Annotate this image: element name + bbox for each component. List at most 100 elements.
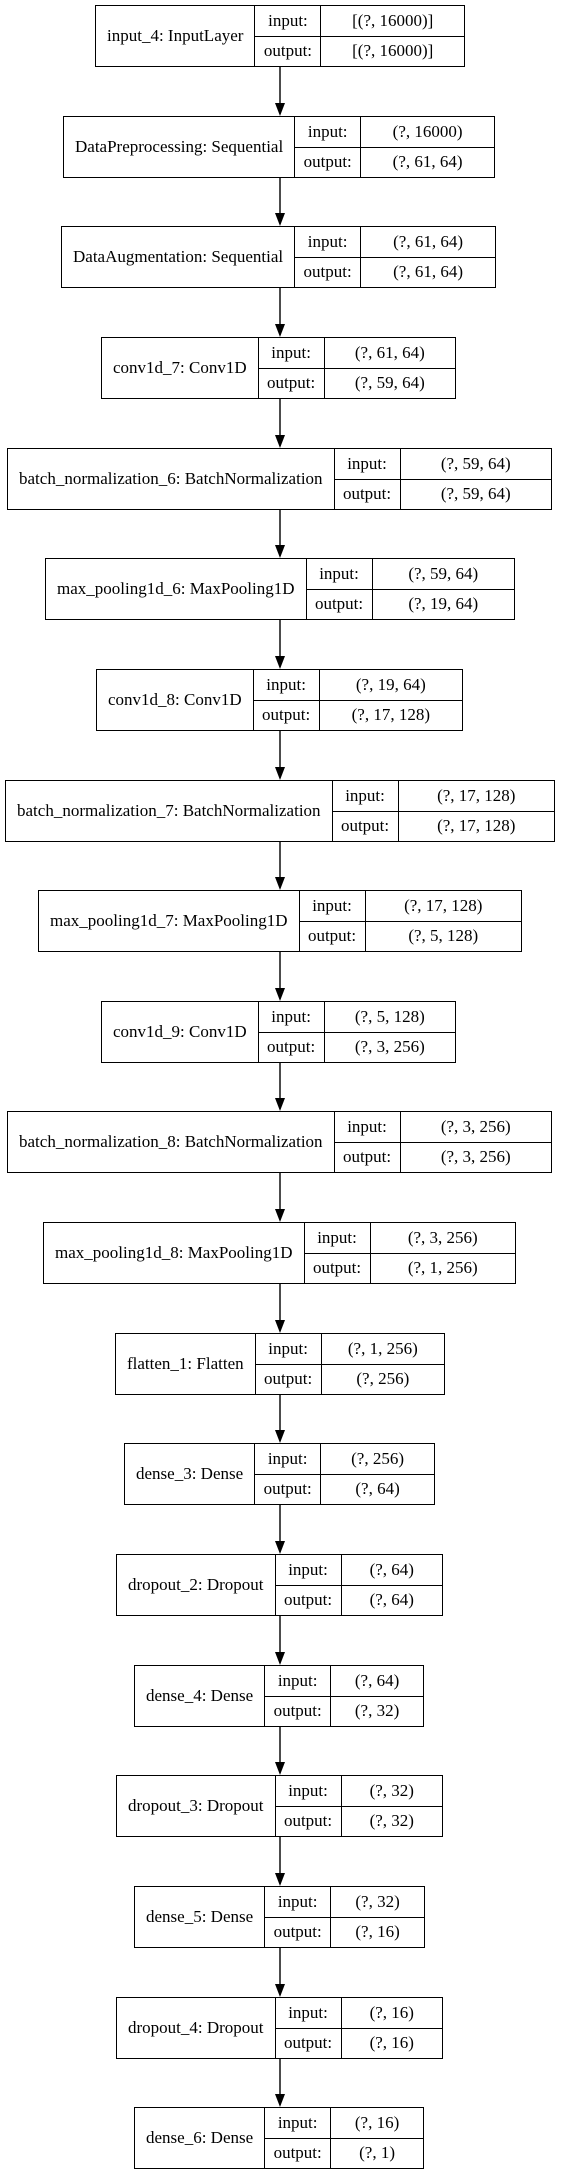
layer-node-batch-normalization-7: batch_normalization_7: BatchNormalizatio… — [5, 780, 555, 842]
layer-output-row: output:(?, 1, 256) — [304, 1252, 515, 1283]
output-label: output: — [295, 257, 362, 287]
output-label: output: — [259, 1032, 325, 1062]
layer-output-row: output:(?, 32) — [275, 1805, 442, 1836]
input-label: input: — [255, 6, 322, 36]
input-label: input: — [265, 1666, 332, 1696]
output-shape: (?, 64) — [369, 1590, 414, 1610]
layer-input-row: input: (?, 64) — [276, 1555, 442, 1585]
layer-node-batch-normalization-8: batch_normalization_8: BatchNormalizatio… — [7, 1111, 552, 1173]
input-label: input: — [265, 2108, 332, 2138]
output-shape: (?, 16) — [369, 2033, 414, 2053]
output-shape: (?, 1) — [359, 2143, 396, 2163]
layer-io-table: input: (?, 16) output: (?, 16) — [275, 1998, 442, 2058]
layer-name: conv1d_8: Conv1D — [97, 670, 254, 730]
layer-io-table: input:(?, 3, 256)output:(?, 1, 256) — [304, 1223, 515, 1283]
output-label: output: — [276, 2028, 342, 2058]
input-shape: (?, 32) — [369, 1780, 414, 1800]
layer-input-row: input:(?, 16000) — [295, 117, 494, 147]
input-shape: (?, 1, 256) — [347, 1338, 418, 1358]
layer-input-row: input: (?, 16) — [276, 1998, 442, 2028]
input-label: input: — [254, 670, 320, 700]
layer-io-table: input:(?, 5, 128)output:(?, 3, 256) — [258, 1002, 455, 1062]
layer-io-table: input:(?, 1, 256)output:(?, 256) — [255, 1334, 444, 1394]
input-label: input: — [265, 1887, 332, 1917]
layer-io-table: input:(?, 17, 128)output:(?, 17, 128) — [332, 781, 554, 841]
layer-name: dropout_2: Dropout — [117, 1555, 276, 1615]
output-label: output: — [254, 700, 320, 730]
layer-io-table: input:(?, 32)output:(?, 32) — [275, 1776, 442, 1836]
layer-name: conv1d_7: Conv1D — [102, 338, 259, 398]
input-shape: (?, 61, 64) — [393, 231, 463, 251]
layer-input-row: input:(?, 61, 64) — [295, 227, 495, 257]
input-label: input: — [255, 1444, 322, 1474]
input-label: input: — [276, 1998, 342, 2028]
layer-output-row: output: (?, 16) — [275, 2027, 442, 2058]
output-label: output: — [259, 368, 325, 398]
layer-node-batch-normalization-6: batch_normalization_6: BatchNormalizatio… — [7, 448, 552, 510]
input-shape: (?, 64) — [369, 1559, 414, 1579]
input-label: input: — [300, 891, 366, 921]
layer-input-row: input:(?, 59, 64) — [307, 559, 514, 589]
layer-input-row: input:(?, 16) — [265, 2108, 423, 2138]
layer-output-row: output:(?, 17, 128) — [253, 699, 462, 730]
output-label: output: — [276, 1585, 342, 1615]
layer-input-row: input:(?, 3, 256) — [305, 1223, 515, 1253]
output-shape: (?, 61, 64) — [392, 152, 463, 172]
layer-output-row: output: (?, 64) — [275, 1584, 442, 1615]
layer-name: batch_normalization_7: BatchNormalizatio… — [6, 781, 333, 841]
layer-name: batch_normalization_6: BatchNormalizatio… — [8, 449, 335, 509]
input-shape: (?, 19, 64) — [355, 674, 426, 694]
output-label: output: — [265, 1917, 332, 1947]
layer-io-table: input: (?, 19, 64) output:(?, 17, 128) — [253, 670, 462, 730]
layer-input-row: input:(?, 59, 64) — [335, 449, 551, 479]
input-shape: (?, 256) — [351, 1448, 405, 1468]
input-shape: (?, 3, 256) — [407, 1227, 478, 1247]
arrow-head-icon — [275, 767, 285, 780]
input-shape: (?, 3, 256) — [440, 1116, 511, 1136]
input-shape: (?, 17, 128) — [437, 785, 516, 805]
layer-output-row: output:(?, 3, 256) — [334, 1141, 551, 1172]
layer-input-row: input:(?, 64) — [265, 1666, 423, 1696]
arrow-head-icon — [275, 1984, 285, 1997]
input-shape: (?, 16) — [369, 2002, 414, 2022]
layer-name: dropout_4: Dropout — [117, 1998, 276, 2058]
output-shape: (?, 59, 64) — [354, 373, 425, 393]
output-label: output: — [307, 589, 373, 619]
layer-output-row: output:(?, 59, 64) — [334, 478, 551, 509]
arrow-head-icon — [275, 1873, 285, 1886]
arrow-head-icon — [275, 1209, 285, 1222]
input-label: input: — [276, 1555, 342, 1585]
layer-output-row: output:(?, 5, 128) — [299, 920, 521, 951]
layer-name: max_pooling1d_6: MaxPooling1D — [46, 559, 307, 619]
arrow-head-icon — [275, 988, 285, 1001]
output-shape: (?, 5, 128) — [408, 926, 479, 946]
layer-name: batch_normalization_8: BatchNormalizatio… — [8, 1112, 335, 1172]
output-label: output: — [276, 1806, 342, 1836]
output-shape: (?, 3, 256) — [440, 1147, 511, 1167]
arrow-head-icon — [275, 2094, 285, 2107]
layer-io-table: input:(?, 61, 64)output: (?, 61, 64) — [295, 227, 495, 287]
output-shape: (?, 256) — [356, 1369, 410, 1389]
input-label: input: — [259, 338, 325, 368]
layer-name: dense_6: Dense — [135, 2108, 266, 2168]
layer-name: conv1d_9: Conv1D — [102, 1002, 259, 1062]
arrow-head-icon — [275, 324, 285, 337]
output-label: output: — [295, 147, 362, 177]
layer-input-row: input:(?, 3, 256) — [335, 1112, 551, 1142]
input-shape: (?, 61, 64) — [354, 342, 425, 362]
input-shape: (?, 5, 128) — [354, 1006, 425, 1026]
input-label: input: — [307, 559, 373, 589]
output-shape: (?, 19, 64) — [408, 594, 479, 614]
